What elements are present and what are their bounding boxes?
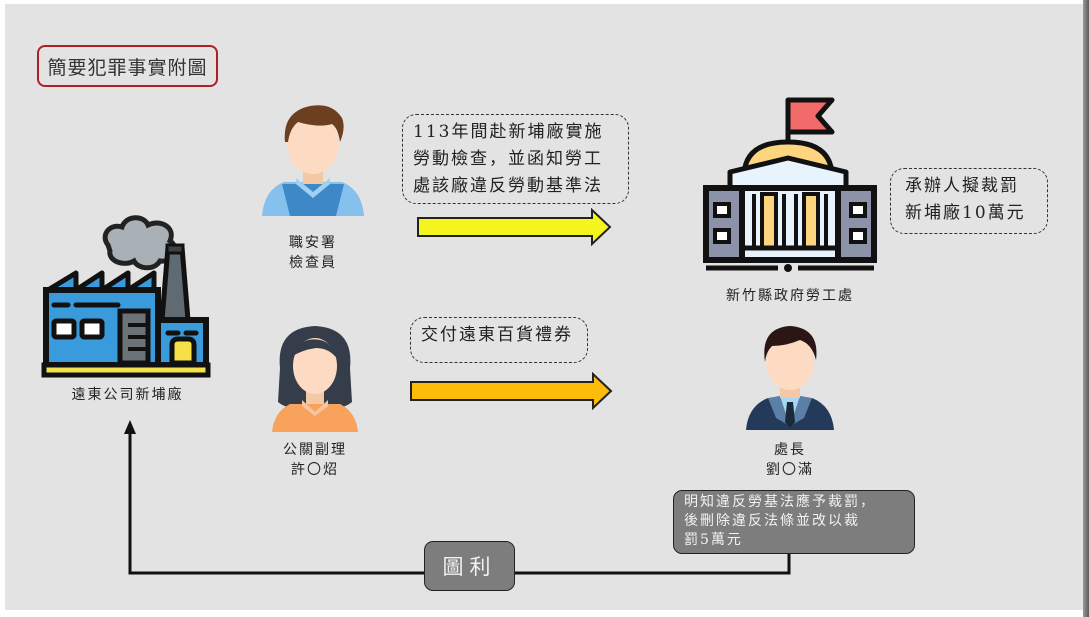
labor-dept-label: 新竹縣政府勞工處 xyxy=(726,288,854,304)
inspection-note: 113年間赴新埔廠實施 勞動檢查，並函知勞工 處該廠違反勞動基準法 xyxy=(402,114,629,204)
director-label: 處長 劉〇滿 xyxy=(766,442,814,478)
gift-note: 交付遠東百貨禮券 xyxy=(410,317,588,363)
businessman-icon xyxy=(740,318,840,433)
window-edge xyxy=(1083,0,1089,617)
diagram-title: 簡要犯罪事實附圖 xyxy=(37,45,218,87)
benefit-label: 圖利 xyxy=(424,541,515,591)
factory-icon xyxy=(38,205,213,380)
female-person-icon xyxy=(260,320,370,435)
government-building-icon xyxy=(700,94,880,274)
pr-deputy-label: 公關副理 許〇炤 xyxy=(283,442,347,478)
director-action-note: 明知違反勞基法應予裁罰， 後刪除違反法條並改以裁 罰5萬元 xyxy=(673,490,915,554)
gift-arrow xyxy=(409,372,613,410)
proposed-fine-note: 承辦人擬裁罰 新埔廠10萬元 xyxy=(890,168,1048,234)
male-person-icon xyxy=(258,98,368,223)
inspection-arrow xyxy=(416,208,612,246)
factory-label: 遠東公司新埔廠 xyxy=(71,387,184,403)
inspector-label: 職安署 檢查員 xyxy=(289,235,337,271)
